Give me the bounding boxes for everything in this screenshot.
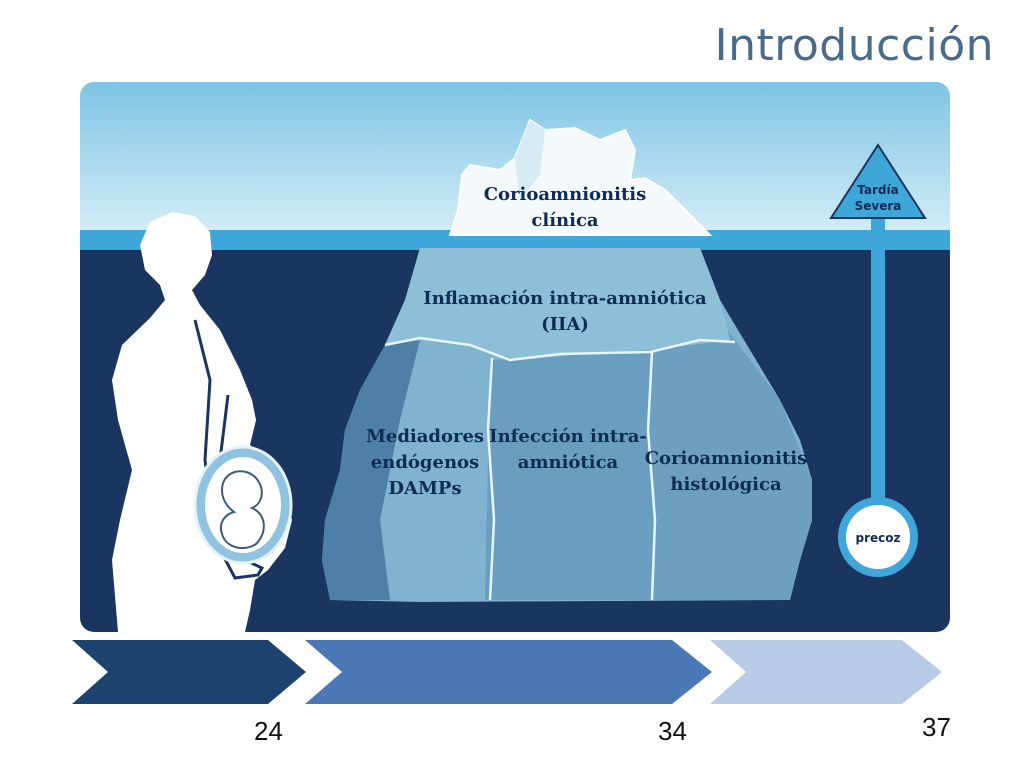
iceberg-tip-shade	[515, 120, 545, 200]
iceberg-crack-left	[486, 357, 496, 601]
iceberg-tip	[448, 118, 713, 236]
severity-bottom-circle	[838, 497, 918, 577]
iceberg-facet-upper	[385, 248, 730, 360]
label-tip: Corioamnionitis clínica	[483, 184, 647, 231]
severity-top-triangle	[829, 143, 927, 219]
iceberg-crack-right	[646, 351, 657, 601]
timeline-segment-3	[710, 640, 942, 704]
slide-title: Introducción	[714, 20, 994, 71]
label-center: Infección intra- amniótica	[489, 426, 647, 473]
severity-bottom-label: precoz	[855, 531, 901, 545]
label-left: Mediadores endógenos DAMPs	[365, 426, 485, 499]
fetus-icon	[220, 470, 265, 550]
iceberg-facet-center	[485, 350, 655, 600]
water-surface	[80, 230, 950, 250]
iceberg-crack-top	[384, 336, 736, 362]
timeline-tick-34: 34	[658, 716, 687, 746]
label-middle: Inflamación intra-amniótica (IIA)	[423, 288, 707, 335]
label-right: Corioamnionitis histológica	[644, 448, 808, 495]
timeline-segment-1	[72, 640, 306, 704]
severity-bar	[871, 195, 885, 525]
iceberg-facet-right	[650, 320, 812, 600]
timeline-segment-2	[305, 640, 712, 704]
iceberg-facet-left	[322, 340, 420, 600]
timeline-tick-24: 24	[254, 716, 283, 746]
timeline-tick-37: 37	[922, 712, 951, 742]
severity-top-label: Tardía Severa	[854, 183, 902, 213]
